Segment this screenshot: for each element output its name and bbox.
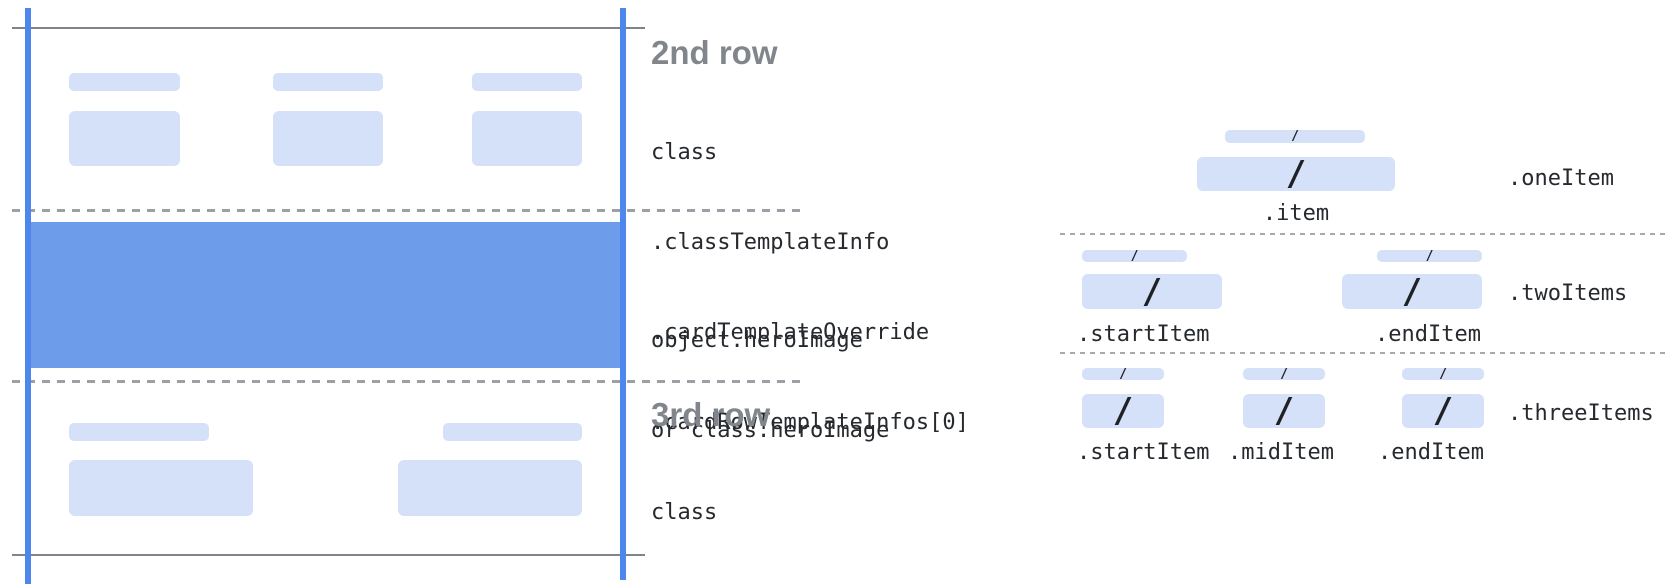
slash-placeholder: / xyxy=(1439,366,1447,382)
item-name-label: .startItem xyxy=(1077,440,1210,465)
three-items-mid-content-box: / xyxy=(1243,391,1325,431)
two-items-start-label-bar: / xyxy=(1082,248,1187,264)
item-name-label: .midItem xyxy=(1228,440,1334,465)
legend-divider-dashed-1 xyxy=(1060,233,1668,235)
code-line: .cardTemplateOverride xyxy=(651,320,930,345)
three-items-end-label-bar: / xyxy=(1402,366,1484,382)
slash-placeholder: / xyxy=(1141,271,1163,312)
three-items-start-label-bar: / xyxy=(1082,366,1164,382)
layout-name-three-items: .threeItems xyxy=(1508,401,1654,426)
code-line: class xyxy=(651,500,718,525)
row2-item1-content-box xyxy=(69,111,180,166)
legend-divider-dashed-2 xyxy=(1060,352,1668,354)
row2-item2-label-bar xyxy=(273,73,383,91)
hero-image-band xyxy=(31,222,621,368)
three-items-mid-label-bar: / xyxy=(1243,366,1325,382)
row2-item3-content-box xyxy=(472,111,582,166)
item-name-label: .endItem xyxy=(1375,322,1481,347)
slash-placeholder: / xyxy=(1273,391,1295,431)
layout-name-two-items: .twoItems xyxy=(1508,281,1628,306)
row3-class-path: class .classTemplateInfo .cardTemplateOv… xyxy=(651,438,969,584)
code-line: .cardRowTemplateInfos[0] xyxy=(651,410,969,435)
row3-start-content-box xyxy=(69,460,253,516)
layout-name-one-item: .oneItem xyxy=(1508,166,1614,191)
two-items-end-content-box: / xyxy=(1342,271,1482,312)
row3-end-content-box xyxy=(398,460,582,516)
hero-image-path: object.heroImage or class.heroImage xyxy=(651,266,889,506)
card-row-divider-dashed-bottom xyxy=(12,380,800,383)
two-items-start-content-box: / xyxy=(1082,271,1222,312)
slash-placeholder: / xyxy=(1291,129,1299,144)
three-items-start-content-box: / xyxy=(1082,391,1164,431)
card-bottom-border-line xyxy=(12,554,645,556)
slash-placeholder: / xyxy=(1285,154,1307,194)
row2-item3-label-bar xyxy=(472,73,582,91)
two-items-end-label-bar: / xyxy=(1377,248,1482,264)
slash-placeholder: / xyxy=(1432,391,1454,431)
row3-heading: 3rd row xyxy=(651,396,771,433)
code-line: object.heroImage xyxy=(651,328,863,353)
card-top-border-line xyxy=(12,27,645,29)
slash-placeholder: / xyxy=(1280,366,1288,382)
row3-end-label-bar xyxy=(443,423,582,441)
slash-placeholder: / xyxy=(1119,366,1127,382)
card-left-guide-line xyxy=(25,8,31,584)
row2-class-path: class .classTemplateInfo .cardTemplateOv… xyxy=(651,78,969,498)
item-name-label: .endItem xyxy=(1378,440,1484,465)
one-item-label-bar: / xyxy=(1225,129,1365,144)
row2-item1-label-bar xyxy=(69,73,180,91)
card-right-guide-line xyxy=(620,8,626,580)
code-line: class xyxy=(651,140,718,165)
slash-placeholder: / xyxy=(1425,248,1434,264)
slash-placeholder: / xyxy=(1130,248,1139,264)
item-name-label: .startItem xyxy=(1077,322,1210,347)
three-items-end-content-box: / xyxy=(1402,391,1484,431)
one-item-content-box: / xyxy=(1197,154,1395,194)
row2-item2-content-box xyxy=(273,111,383,166)
row3-start-label-bar xyxy=(69,423,209,441)
card-row-divider-dashed-top xyxy=(12,209,800,212)
slash-placeholder: / xyxy=(1401,271,1423,312)
code-line: or class.heroImage xyxy=(651,418,890,443)
item-name-label: .item xyxy=(1262,201,1330,226)
code-line: .classTemplateInfo xyxy=(651,230,890,255)
row2-heading: 2nd row xyxy=(651,34,778,71)
slash-placeholder: / xyxy=(1112,391,1134,431)
